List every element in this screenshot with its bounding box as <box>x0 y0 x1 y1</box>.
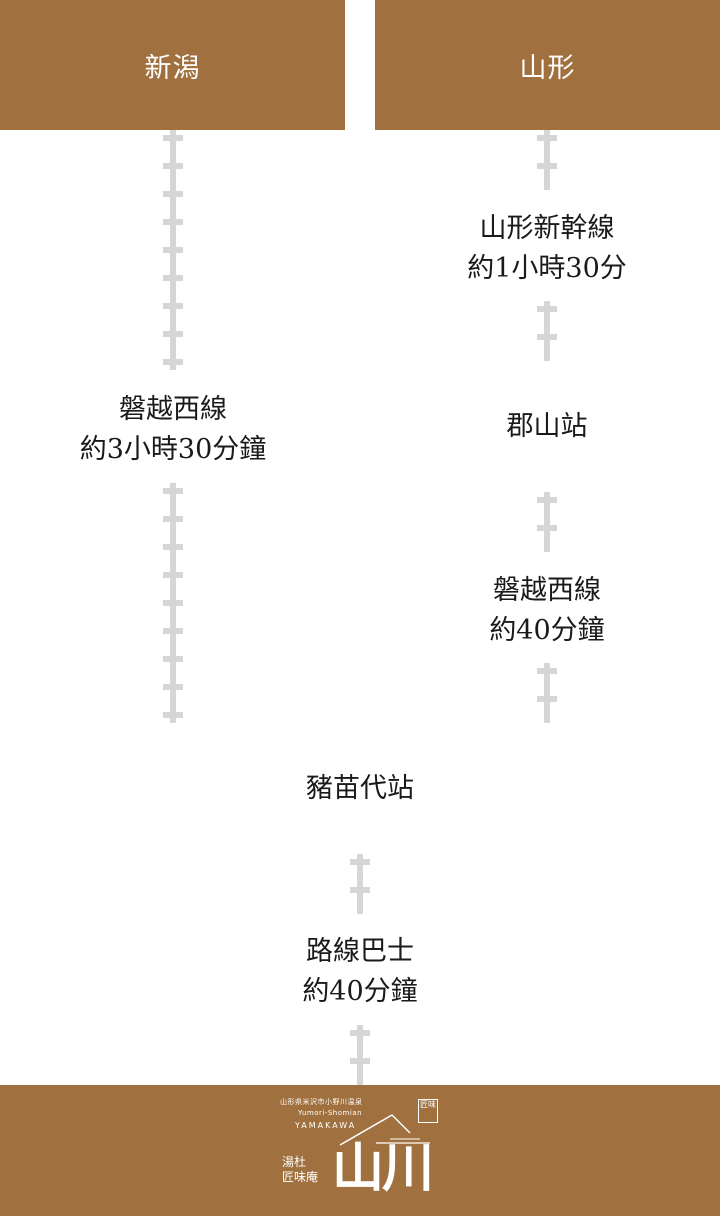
line-name: 磐越西線 <box>493 575 601 606</box>
travel-duration: 約3小時30分鐘 <box>79 434 267 465</box>
route-rail <box>163 130 183 370</box>
line-name: 磐越西線 <box>119 394 227 425</box>
route-segment-label: 磐越西線 約40分鐘 <box>417 571 677 651</box>
route-rail <box>537 663 557 723</box>
route-rail <box>537 130 557 190</box>
logo-main-text: 山川 <box>332 1138 434 1199</box>
logo-address: 山形県米沢市小野川温泉 <box>280 1098 363 1106</box>
route-segment-label: 磐越西線 約3小時30分鐘 <box>43 390 303 470</box>
footer-banner: 山形県米沢市小野川温泉 Yumori-Shomian YAMAKAWA 匠味 湯… <box>0 1085 720 1216</box>
transfer-station: 郡山站 <box>506 411 588 442</box>
travel-duration: 約40分鐘 <box>489 615 605 646</box>
travel-duration: 約40分鐘 <box>302 976 418 1007</box>
line-name: 山形新幹線 <box>479 213 615 244</box>
line-name: 路線巴士 <box>306 936 414 967</box>
destination-station: 豬苗代站 <box>306 773 414 804</box>
travel-duration: 約1小時30分 <box>467 253 627 284</box>
logo-seal-icon: 匠味 <box>418 1099 438 1123</box>
origin-label: 山形 <box>519 52 576 84</box>
route-rail <box>537 492 557 552</box>
origin-header-yamagata: 山形 <box>375 0 720 130</box>
hotel-logo: 山形県米沢市小野川温泉 Yumori-Shomian YAMAKAWA 匠味 湯… <box>280 1093 440 1213</box>
route-segment-label: 山形新幹線 約1小時30分 <box>417 209 677 289</box>
origin-label: 新潟 <box>144 52 201 84</box>
origin-header-niigata: 新潟 <box>0 0 345 130</box>
route-segment-label: 路線巴士 約40分鐘 <box>230 932 490 1012</box>
mountain-logo-icon <box>339 1114 430 1146</box>
route-rail <box>350 1025 370 1085</box>
route-rail <box>537 301 557 361</box>
logo-subtitle: 湯杜 匠味庵 <box>282 1155 319 1184</box>
route-rail <box>350 854 370 914</box>
route-rail <box>163 483 183 723</box>
logo-romaji: Yumori-Shomian <box>298 1109 363 1117</box>
logo-romaji-name: YAMAKAWA <box>295 1121 357 1130</box>
